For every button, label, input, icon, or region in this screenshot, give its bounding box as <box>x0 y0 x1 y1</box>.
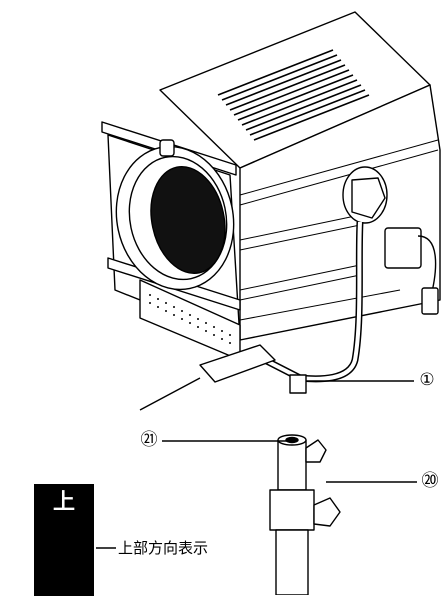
stand-upper-tube <box>277 439 307 491</box>
stand-knob-lower <box>313 497 341 527</box>
power-plug <box>421 287 439 315</box>
lens <box>150 165 226 275</box>
mount-clamp <box>199 344 276 383</box>
power-box <box>384 227 422 269</box>
housing-side <box>239 84 441 341</box>
yoke-knob <box>351 177 386 219</box>
callout-21: ㉑ <box>140 430 158 450</box>
up-character: 上 <box>52 490 75 515</box>
callout-20: ⑳ <box>421 471 439 491</box>
stand-knob-upper <box>305 439 327 463</box>
stand-middle-tube <box>269 489 315 531</box>
lens-ring-inner <box>128 155 228 281</box>
housing-ribs <box>239 139 439 321</box>
up-direction-label: 上部方向表示 <box>118 539 209 557</box>
up-direction-marker: 上 <box>34 484 94 596</box>
callout-1: ① <box>419 370 435 390</box>
grille-dots <box>149 294 231 344</box>
stand-lower-tube <box>275 529 309 595</box>
housing-vents <box>217 49 370 141</box>
rail-knob <box>159 139 175 157</box>
control-cable <box>139 377 201 411</box>
mount-spigot <box>289 374 307 394</box>
